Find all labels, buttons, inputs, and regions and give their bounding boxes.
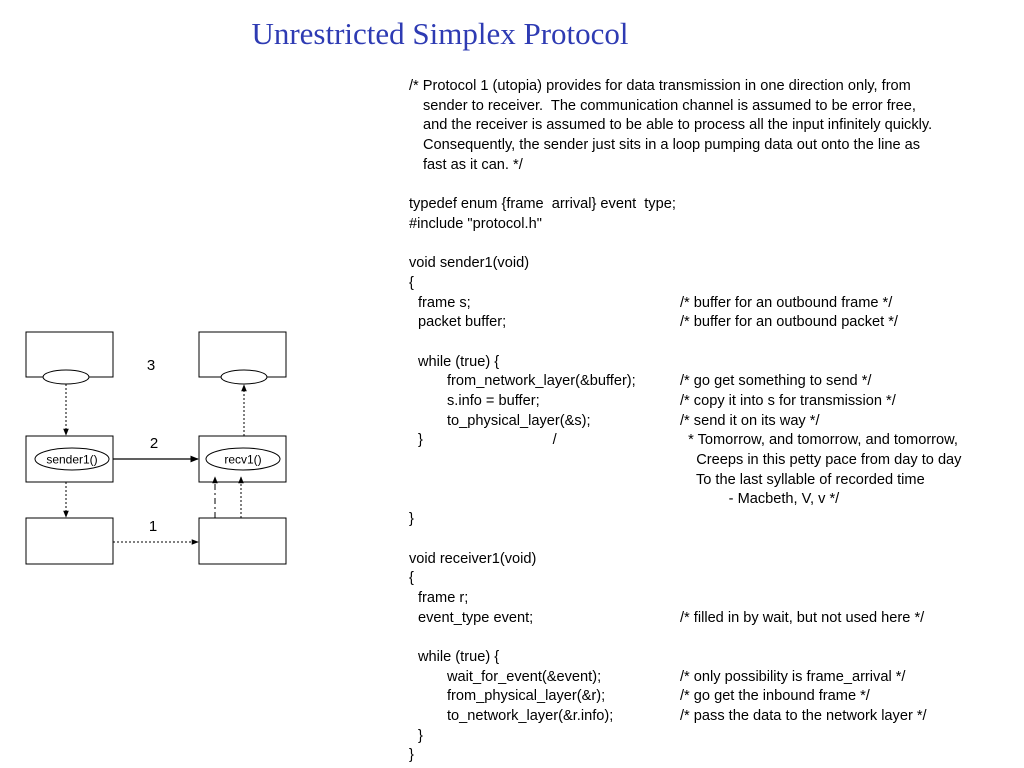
code-line: to_network_layer(&r.info); /* pass the da… [409,707,1019,727]
protocol-code-listing: /* Protocol 1 (utopia) provides for data… [409,77,1019,766]
code-comment: /* go get the inbound frame */ [680,688,870,705]
code-line: while (true) { [409,353,1019,373]
code-text: frame s; [418,294,471,311]
code-text: void sender1(void) [409,255,530,272]
code-text: from_network_layer(&buffer); [447,373,636,390]
code-line: Consequently, the sender just sits in a … [409,136,1019,156]
code-text: fast as it can. */ [423,156,523,173]
code-line [409,530,1019,550]
code-comment: /* buffer for an outbound packet */ [680,314,898,331]
code-line: typedef enum {frame arrival} event type; [409,195,1019,215]
code-line: } [409,510,1019,530]
code-text: to_physical_layer(&s); [447,412,591,429]
receiver-process-oval [205,447,281,471]
code-comment: /* pass the data to the network layer */ [680,708,927,724]
layer-1-label: 1 [149,518,157,535]
code-text: } [409,511,414,528]
code-line: void receiver1(void) [409,550,1019,570]
code-comment: /* go get something to send */ [680,373,872,390]
code-text: frame r; [418,589,469,606]
code-text: Consequently, the sender just sits in a … [423,137,921,154]
code-line: event_type event; /* filled in by wait, b… [409,609,1019,629]
code-comment: Creeps in this petty pace from day to da… [680,452,962,469]
code-text: } / [418,432,557,449]
code-line: } / * Tomorrow, and tomorrow, and tomorr… [409,431,1019,451]
code-text: event_type event; [418,609,534,626]
code-line: To the last syllable of recorded time [409,471,1019,491]
code-line: sender to receiver. The communication ch… [409,97,1019,117]
code-line: from_network_layer(&buffer); /* go get so… [409,372,1019,392]
code-line: from_physical_layer(&r); /* go get the in… [409,687,1019,707]
code-comment: /* buffer for an outbound frame */ [680,294,893,311]
receiver-network-interface-oval [220,369,268,385]
receiver-process-label: recv1() [224,453,261,467]
code-comment: - Macbeth, V, v */ [680,491,840,508]
code-line [409,235,1019,255]
code-comment: /* only possibility is frame_arrival */ [680,668,906,685]
sender-process-label: sender1() [46,453,97,467]
receiver-physical-layer-box [198,517,287,565]
code-line: } [409,727,1019,747]
code-line: #include "protocol.h" [409,215,1019,235]
code-line [409,175,1019,195]
code-line: wait_for_event(&event); /* only possibili… [409,668,1019,688]
code-text: /* Protocol 1 (utopia) provides for data… [409,78,911,94]
slide-title: Unrestricted Simplex Protocol [251,16,629,51]
code-line [409,333,1019,353]
code-line: } [409,746,1019,766]
code-text: to_network_layer(&r.info); [447,708,614,724]
code-line: s.info = buffer; /* copy it into s for tr… [409,392,1019,412]
code-text: { [409,274,414,291]
code-line: to_physical_layer(&s); /* send it on its … [409,412,1019,432]
code-comment: /* copy it into s for transmission */ [680,393,896,409]
code-comment: * Tomorrow, and tomorrow, and tomorrow, [680,432,958,449]
code-text: s.info = buffer; [447,393,540,409]
sender-network-layer-box [25,331,114,378]
code-line: and the receiver is assumed to be able t… [409,116,1019,136]
code-text: sender to receiver. The communication ch… [423,97,916,114]
code-line: { [409,569,1019,589]
code-text: from_physical_layer(&r); [447,688,606,705]
code-line [409,628,1019,648]
code-text: packet buffer; [418,314,507,331]
code-text: #include "protocol.h" [409,215,542,232]
code-line: { [409,274,1019,294]
code-text: } [418,727,423,744]
sender-network-interface-oval [42,369,90,385]
receiver-network-layer-box [198,331,287,378]
code-text: and the receiver is assumed to be able t… [423,117,933,134]
code-comment: /* send it on its way */ [680,412,820,429]
code-text: while (true) { [418,648,500,665]
sender-process-oval [34,447,110,471]
code-line: /* Protocol 1 (utopia) provides for data… [409,77,1019,97]
code-comment: /* filled in by wait, but not used here … [680,609,925,626]
code-text: void receiver1(void) [409,550,537,567]
sender-physical-layer-box [25,517,114,565]
code-line: frame s; /* buffer for an outbound frame … [409,294,1019,314]
layer-2-label: 2 [150,435,158,452]
code-line: packet buffer; /* buffer for an outbound … [409,313,1019,333]
code-line: while (true) { [409,648,1019,668]
layer-3-label: 3 [147,357,155,374]
code-line: - Macbeth, V, v */ [409,490,1019,510]
code-comment: To the last syllable of recorded time [680,471,925,488]
code-text: } [409,747,414,764]
code-line: Creeps in this petty pace from day to da… [409,451,1019,471]
code-line: frame r; [409,589,1019,609]
code-text: wait_for_event(&event); [447,668,602,685]
code-text: typedef enum {frame arrival} event type; [409,196,676,213]
code-text: while (true) { [418,353,500,370]
code-line: fast as it can. */ [409,156,1019,176]
protocol-diagram: sender1() recv1() 3 2 1 [25,331,287,565]
code-text: { [409,570,414,587]
code-line: void sender1(void) [409,254,1019,274]
